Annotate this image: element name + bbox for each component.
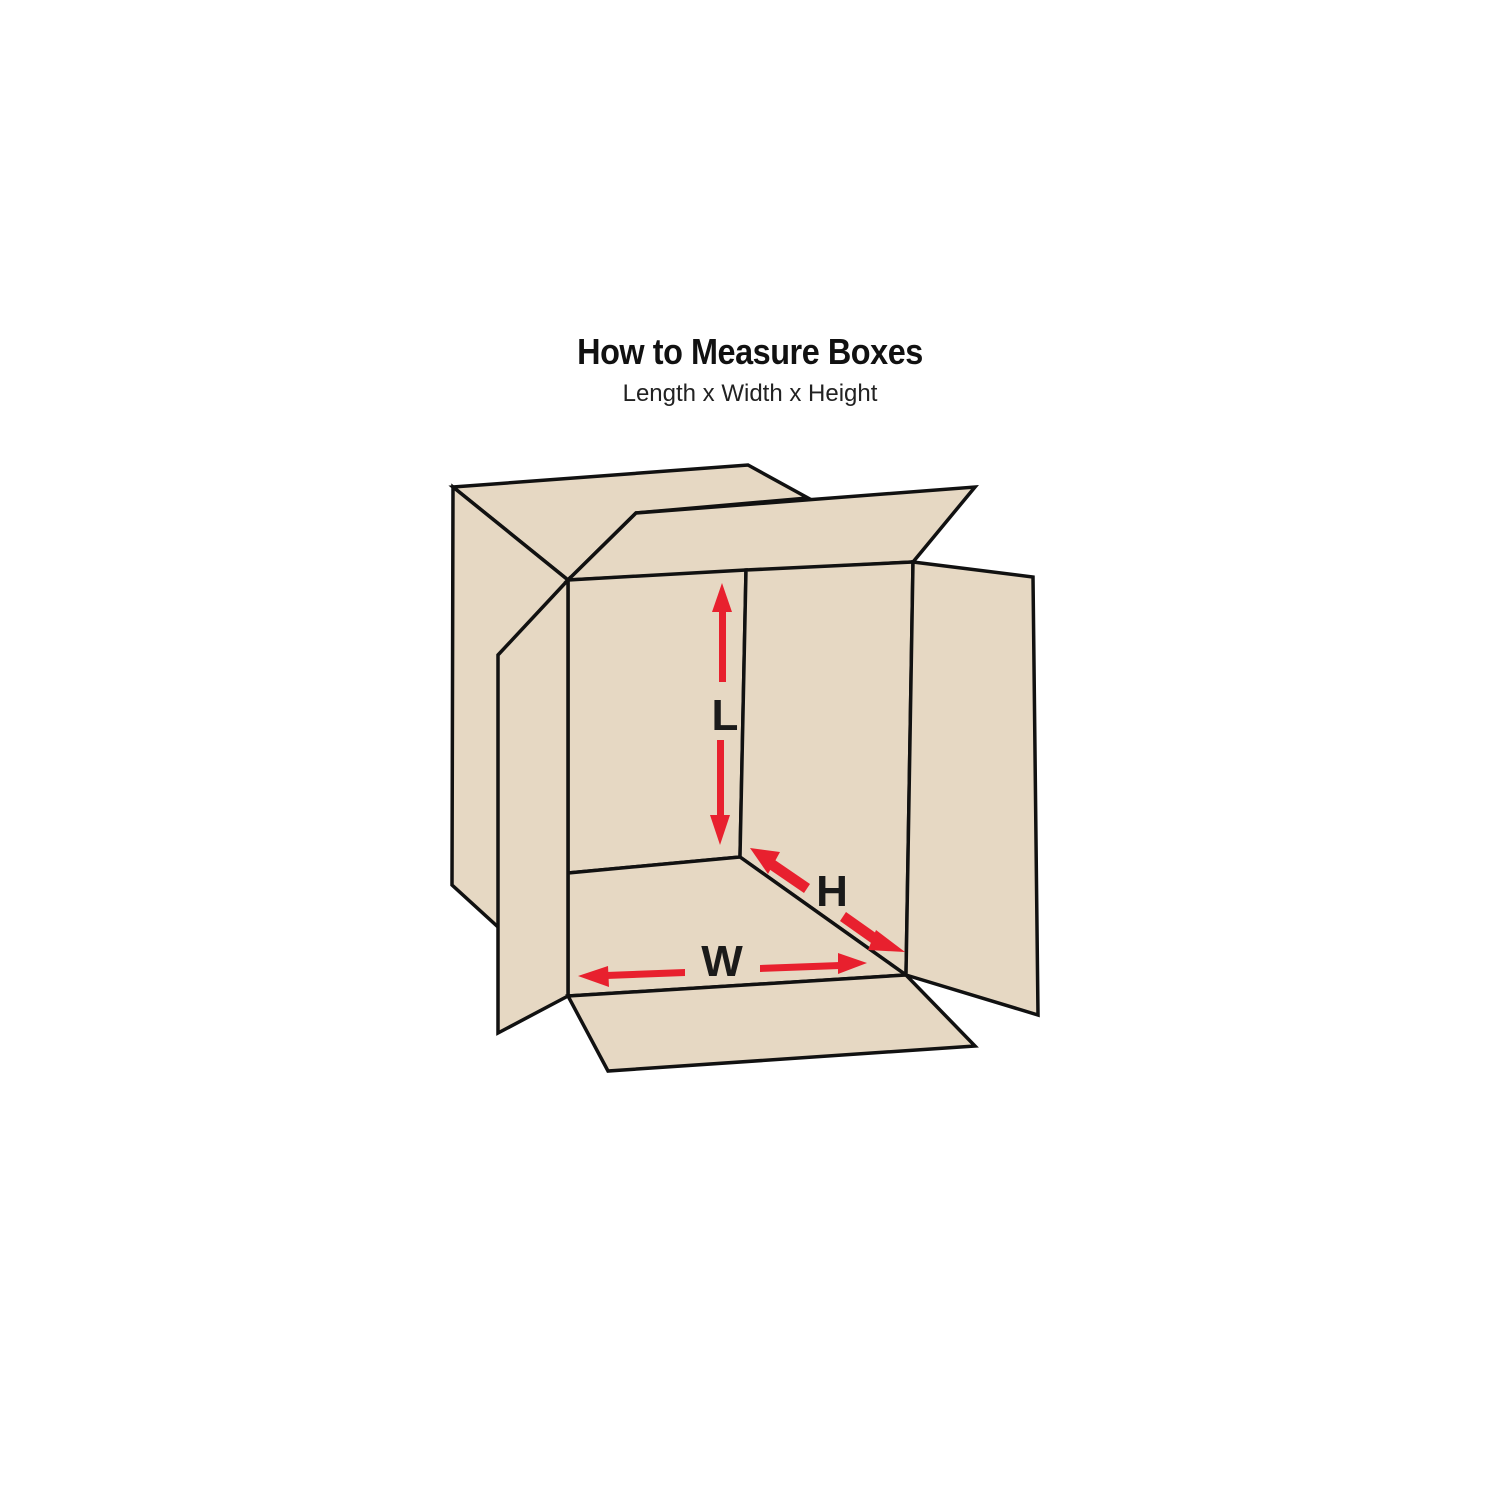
left-front-flap <box>496 575 570 1036</box>
right-flap <box>904 560 1040 1018</box>
height-arrow <box>750 848 905 952</box>
length-arrow <box>710 583 732 845</box>
arrow-right-icon <box>838 953 867 974</box>
arrow-up-left-icon <box>750 848 780 874</box>
arrow-down-right-icon <box>868 930 905 952</box>
width-label: W <box>701 937 743 986</box>
page-title: How to Measure Boxes <box>577 331 923 372</box>
bottom-front-flap <box>565 973 979 1073</box>
page-subtitle: Length x Width x Height <box>622 380 878 407</box>
arrow-down-icon <box>710 815 730 845</box>
height-label: H <box>816 867 848 916</box>
arrow-left-icon <box>578 966 609 987</box>
arrow-up-icon <box>712 583 732 612</box>
width-arrow <box>578 953 867 987</box>
length-label: L <box>712 691 739 740</box>
